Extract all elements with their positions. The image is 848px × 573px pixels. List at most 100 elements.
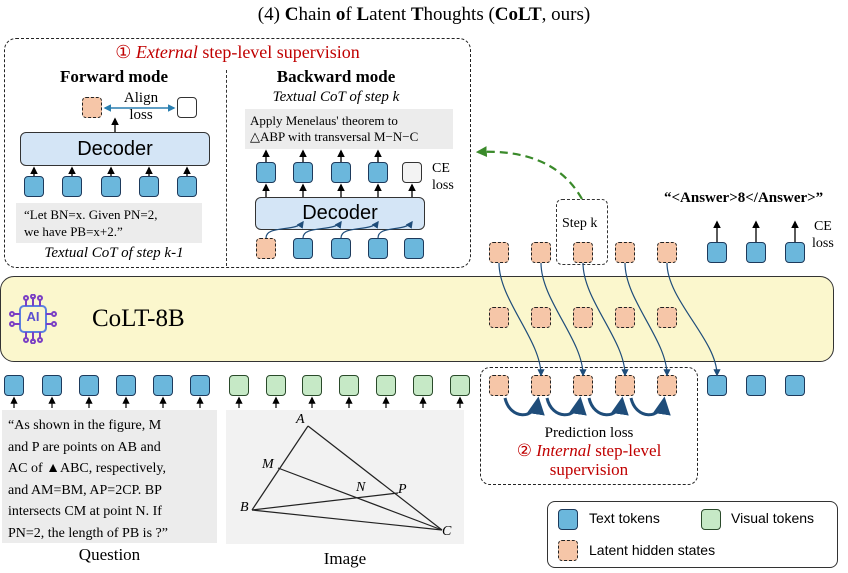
model-latent-token xyxy=(531,307,551,328)
triangle-lines xyxy=(251,425,443,531)
visual-input-token xyxy=(376,375,396,396)
step-k-green-arrow xyxy=(475,146,583,200)
geometry-image xyxy=(226,410,464,544)
forward-input-token xyxy=(139,176,159,197)
backward-caption: Textual CoT of step k xyxy=(272,89,400,105)
forward-text-line: “Let BN=x. Given PN=2, xyxy=(24,207,158,222)
answer-output-arrows xyxy=(713,220,799,242)
internal-rest: step-level xyxy=(590,441,662,460)
backward-ce-loss: CE loss xyxy=(432,160,454,194)
external-italic: External xyxy=(135,42,198,62)
question-line: and AM=BM, AP=2CP. BP xyxy=(8,482,162,498)
legend-latent-states: Latent hidden states xyxy=(589,542,716,558)
backward-output-token xyxy=(293,162,313,183)
backward-output-token xyxy=(256,162,276,183)
forward-latent-token xyxy=(82,97,102,118)
ai-chip-icon: AI xyxy=(8,293,58,345)
answer-input-token xyxy=(785,375,805,396)
forward-text-line: we have PB=x+2.” xyxy=(24,224,123,239)
question-input-token xyxy=(42,375,62,396)
figure-title: (4) Chain of Latent Thoughts (CoLT, ours… xyxy=(0,4,848,26)
question-line: and P are points on AB and xyxy=(8,439,161,455)
title-o: o xyxy=(335,4,346,25)
panel-divider xyxy=(226,70,227,266)
prediction-arcs xyxy=(503,396,671,417)
forward-decoder: Decoder xyxy=(20,132,210,166)
visual-input-token xyxy=(266,375,286,396)
answer-output-token xyxy=(707,242,727,263)
backward-latent-token xyxy=(256,238,276,259)
output-latent-token xyxy=(531,242,551,263)
backward-input-token xyxy=(404,238,424,259)
point-a-label: A xyxy=(296,412,305,427)
title-prefix: (4) xyxy=(257,4,285,25)
external-rest: step-level supervision xyxy=(197,42,360,62)
answer-ce-loss: CE loss xyxy=(812,218,834,252)
forward-text: “Let BN=x. Given PN=2, we have PB=x+2.” xyxy=(24,206,157,240)
title-hain: hain xyxy=(298,4,336,25)
title-colt: CoLT xyxy=(494,4,542,25)
question-text: “As shown in the figure, M and P are poi… xyxy=(8,415,168,544)
backward-text-line: Apply Menelaus' theorem to xyxy=(250,113,398,128)
question-input-token xyxy=(153,375,173,396)
backward-input-token xyxy=(331,238,351,259)
backward-output-arrows xyxy=(262,149,416,197)
align-text: Align xyxy=(123,90,159,106)
backward-mode-heading: Backward mode xyxy=(276,67,396,86)
external-supervision-panel xyxy=(4,38,471,268)
loss-text: loss xyxy=(432,178,454,193)
question-input-token xyxy=(116,375,136,396)
backward-input-token xyxy=(293,238,313,259)
prediction-loss-label: Prediction loss xyxy=(544,425,634,441)
question-line: PN=2, the length of PB is ?” xyxy=(8,525,168,541)
visual-input-token xyxy=(450,375,470,396)
forward-input-token xyxy=(24,176,44,197)
step-k-box xyxy=(556,199,608,265)
title-suffix: , ours) xyxy=(541,4,591,25)
question-line: intersects CM at point N. If xyxy=(8,504,162,519)
circled-number-1: ① xyxy=(115,42,132,62)
title-houghts: houghts ( xyxy=(423,4,495,25)
model-latent-token xyxy=(657,307,677,328)
external-supervision-title: ① External step-level supervision xyxy=(4,42,471,63)
point-p-label: P xyxy=(398,482,407,497)
model-latent-token xyxy=(573,307,593,328)
answer-output-token xyxy=(785,242,805,263)
backward-text: Apply Menelaus' theorem to △ABP with tra… xyxy=(250,113,418,145)
backward-output-token xyxy=(331,162,351,183)
legend-visual-token-swatch xyxy=(701,509,721,530)
forward-text-box xyxy=(16,203,202,243)
output-latent-token xyxy=(615,242,635,263)
point-c-label: C xyxy=(442,524,452,539)
backward-text-box xyxy=(245,109,453,149)
legend-text-token-swatch xyxy=(558,509,578,530)
model-latent-token xyxy=(489,307,509,328)
forward-input-arrows xyxy=(30,117,191,176)
internal-supervision-title: ② Internal step-level supervision xyxy=(480,441,698,479)
question-line: “As shown in the figure, M xyxy=(8,418,162,433)
model-bar xyxy=(0,276,834,362)
backward-input-token xyxy=(368,238,388,259)
loss-text: loss xyxy=(812,236,834,251)
answer-input-token xyxy=(746,375,766,396)
question-input-token xyxy=(190,375,210,396)
output-latent-token xyxy=(573,242,593,263)
point-n-label: N xyxy=(356,480,366,495)
question-label: Question xyxy=(78,545,141,564)
title-t: T xyxy=(410,4,424,25)
question-input-token xyxy=(79,375,99,396)
backward-output-token xyxy=(368,162,388,183)
question-box xyxy=(2,410,217,543)
visual-input-token xyxy=(339,375,359,396)
internal-latent-token xyxy=(489,375,509,396)
question-input-token xyxy=(4,375,24,396)
legend-latent-swatch xyxy=(558,540,578,561)
point-b-label: B xyxy=(240,500,249,515)
title-f: f xyxy=(345,4,357,25)
visual-input-token xyxy=(229,375,249,396)
backward-text-line: △ABP with transversal M−N−C xyxy=(250,129,419,144)
forward-caption: Textual CoT of step k-1 xyxy=(44,245,184,261)
output-latent-token xyxy=(657,242,677,263)
question-line: AC of ▲ABC, respectively, xyxy=(8,461,166,476)
title-c: C xyxy=(284,4,299,25)
